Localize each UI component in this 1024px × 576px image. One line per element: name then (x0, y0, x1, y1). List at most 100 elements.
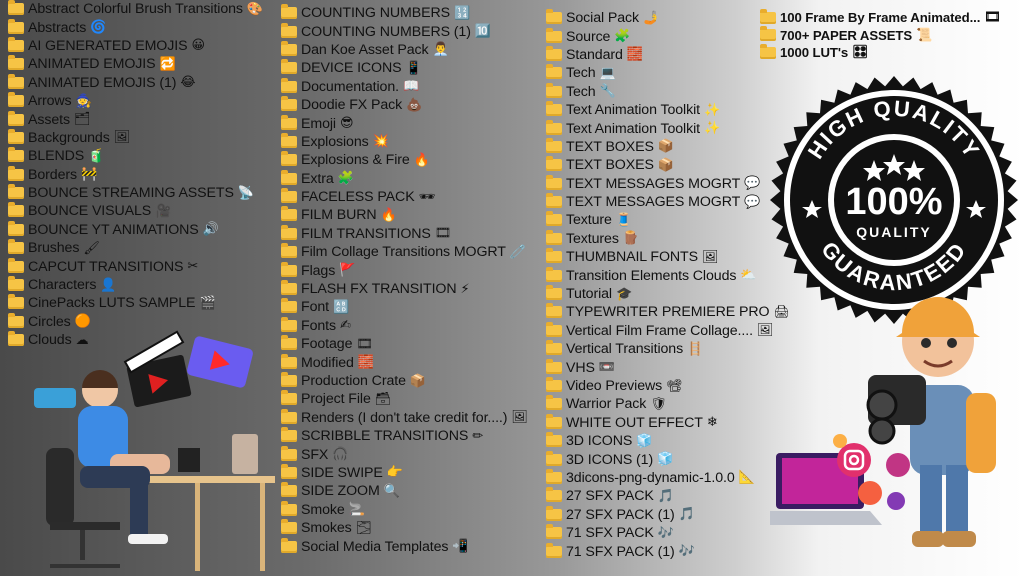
folder-item[interactable]: 27 SFX PACK🎵 (546, 487, 790, 505)
folder-item[interactable]: 1000 LUT's🎛 (760, 43, 1001, 62)
folder-item[interactable]: THUMBNAIL FONTS🖼 (546, 248, 790, 266)
folder-item[interactable]: Abstracts🌀 (8, 18, 263, 36)
folder-item[interactable]: Footage🎞 (281, 335, 528, 353)
folder-label: 27 SFX PACK (566, 488, 654, 505)
folder-item[interactable]: Text Animation Toolkit✨ (546, 101, 790, 119)
folder-item[interactable]: FILM BURN🔥 (281, 206, 528, 224)
folder-item[interactable]: Source🧩 (546, 27, 790, 45)
folder-item[interactable]: Emoji😎 (281, 114, 528, 132)
folder-item[interactable]: Smoke🚬 (281, 500, 528, 519)
folder-item[interactable]: Standard🧱 (546, 45, 790, 64)
folder-item[interactable]: 700+ PAPER ASSETS📜 (760, 26, 1001, 45)
folder-item[interactable]: Doodie FX Pack💩 (281, 96, 528, 114)
folder-item[interactable]: Tutorial🎓 (546, 285, 790, 303)
folder-item[interactable]: Explosions💥 (281, 132, 528, 151)
folder-item[interactable]: Flags🚩 (281, 261, 528, 279)
folder-item[interactable]: Transition Elements Clouds⛅ (546, 266, 790, 284)
folder-item[interactable]: SFX🎧 (281, 445, 528, 463)
folder-item[interactable]: Renders (I don't take credit for....)🖼 (281, 408, 528, 427)
folder-icon (281, 96, 297, 112)
folder-item[interactable]: Project File🗃 (281, 390, 528, 408)
folder-item[interactable]: 3D ICONS🧊 (546, 432, 790, 450)
folder-item[interactable]: Vertical Transitions🪜 (546, 340, 790, 358)
folder-emoji: 🚧 (80, 167, 98, 183)
folder-item[interactable]: Extra🧩 (281, 169, 528, 188)
folder-icon (546, 9, 562, 25)
folder-item[interactable]: 71 SFX PACK🎶 (546, 524, 790, 542)
folder-item[interactable]: FLASH FX TRANSITION⚡ (281, 280, 528, 298)
folder-item[interactable]: VHS📼 (546, 358, 790, 376)
folder-label: Dan Koe Asset Pack (301, 41, 429, 58)
folder-item[interactable]: CinePacks LUTS SAMPLE🎬 (8, 294, 263, 312)
video-play-icon (187, 336, 253, 388)
folder-item[interactable]: BOUNCE YT ANIMATIONS🔊 (8, 220, 263, 239)
folder-item[interactable]: Fonts✍ (281, 316, 528, 335)
folder-item[interactable]: Production Crate📦 (281, 372, 528, 390)
folder-label: Abstracts (28, 19, 87, 36)
folder-item[interactable]: Abstract Colorful Brush Transitions🎨 (8, 0, 263, 18)
folder-icon (760, 26, 776, 42)
folder-item[interactable]: SCRIBBLE TRANSITIONS✏ (281, 427, 528, 445)
folder-item[interactable]: Dan Koe Asset Pack👨‍💼 (281, 40, 528, 59)
folder-item[interactable]: TEXT BOXES📦 (546, 137, 790, 156)
folder-item[interactable]: Characters👤 (8, 276, 263, 294)
folder-item[interactable]: Textures🪵 (546, 229, 790, 248)
folder-item[interactable]: SIDE SWIPE👉 (281, 463, 528, 482)
folder-item[interactable]: BOUNCE STREAMING ASSETS📡 (8, 184, 263, 202)
folder-item[interactable]: TEXT MESSAGES MOGRT💬 (546, 193, 790, 211)
folder-item[interactable]: BOUNCE VISUALS🎥 (8, 202, 263, 220)
folder-item[interactable]: Modified🧱 (281, 353, 528, 371)
folder-emoji: 🌫 (355, 520, 373, 536)
folder-emoji: 🧙 (75, 93, 92, 109)
folder-item[interactable]: TEXT BOXES📦 (546, 156, 790, 174)
folder-icon (281, 224, 297, 240)
folder-label: Assets (28, 111, 70, 128)
folder-item[interactable]: Clouds☁ (8, 331, 263, 349)
folder-item[interactable]: Social Pack🤳 (546, 9, 790, 27)
folder-item[interactable]: 71 SFX PACK (1)🎶 (546, 542, 790, 560)
folder-item[interactable]: FILM TRANSITIONS🎞 (281, 224, 528, 243)
folder-item[interactable]: Social Media Templates📲 (281, 537, 528, 555)
folder-item[interactable]: FACELESS PACK🕶 (281, 188, 528, 206)
folder-item[interactable]: Film Collage Transitions MOGRT🧷 (281, 243, 528, 261)
folder-item[interactable]: Smokes🌫 (281, 519, 528, 537)
folder-label: Brushes (28, 240, 80, 257)
folder-item[interactable]: Backgrounds🖼 (8, 128, 263, 147)
folder-item[interactable]: TEXT MESSAGES MOGRT💬 (546, 174, 790, 193)
folder-item[interactable]: 100 Frame By Frame Animated...🎞 (760, 8, 1001, 27)
folder-item[interactable]: Assets🗂 (8, 110, 263, 128)
folder-item[interactable]: Brushes🖌 (8, 239, 263, 257)
folder-item[interactable]: COUNTING NUMBERS (1)🔟 (281, 22, 528, 40)
folder-item[interactable]: Font🔠 (281, 298, 528, 316)
folder-item[interactable]: BLENDS🧃 (8, 147, 263, 165)
folder-label: Clouds (28, 332, 72, 349)
folder-emoji: ✍ (339, 318, 351, 334)
folder-item[interactable]: ANIMATED EMOJIS (1)😂 (8, 73, 263, 92)
folder-item[interactable]: TYPEWRITER PREMIERE PRO🖨 (546, 303, 790, 321)
folder-item[interactable]: DEVICE ICONS📱 (281, 59, 528, 77)
folder-item[interactable]: Tech💻 (546, 64, 790, 82)
folder-item[interactable]: Text Animation Toolkit✨ (546, 119, 790, 137)
folder-item[interactable]: ANIMATED EMOJIS🔁 (8, 55, 263, 73)
folder-item[interactable]: AI GENERATED EMOJIS😀 (8, 36, 263, 55)
folder-item[interactable]: Borders🚧 (8, 165, 263, 184)
folder-item[interactable]: Vertical Film Frame Collage....🖼 (546, 321, 790, 340)
folder-item[interactable]: Warrior Pack🛡 (546, 395, 790, 413)
folder-item[interactable]: Video Previews📽 (546, 377, 790, 395)
folder-item[interactable]: COUNTING NUMBERS🔢 (281, 4, 528, 22)
folder-emoji: 📐 (738, 470, 755, 486)
folder-label: 3D ICONS (566, 433, 633, 450)
folder-item[interactable]: SIDE ZOOM🔍 (281, 482, 528, 500)
folder-item[interactable]: 27 SFX PACK (1)🎵 (546, 505, 790, 524)
folder-item[interactable]: Explosions & Fire🔥 (281, 151, 528, 169)
folder-item[interactable]: Tech🔧 (546, 82, 790, 101)
folder-item[interactable]: Circles🟠 (8, 312, 263, 331)
folder-item[interactable]: Documentation.📖 (281, 77, 528, 96)
folder-item[interactable]: Arrows🧙 (8, 92, 263, 110)
folder-item[interactable]: 3dicons-png-dynamic-1.0.0📐 (546, 468, 790, 487)
folder-item[interactable]: WHITE OUT EFFECT❄ (546, 413, 790, 432)
folder-item[interactable]: 3D ICONS (1)🧊 (546, 450, 790, 468)
folder-item[interactable]: CAPCUT TRANSITIONS✂ (8, 257, 263, 275)
folder-label: FILM BURN (301, 207, 377, 224)
folder-item[interactable]: Texture🧵 (546, 211, 790, 229)
